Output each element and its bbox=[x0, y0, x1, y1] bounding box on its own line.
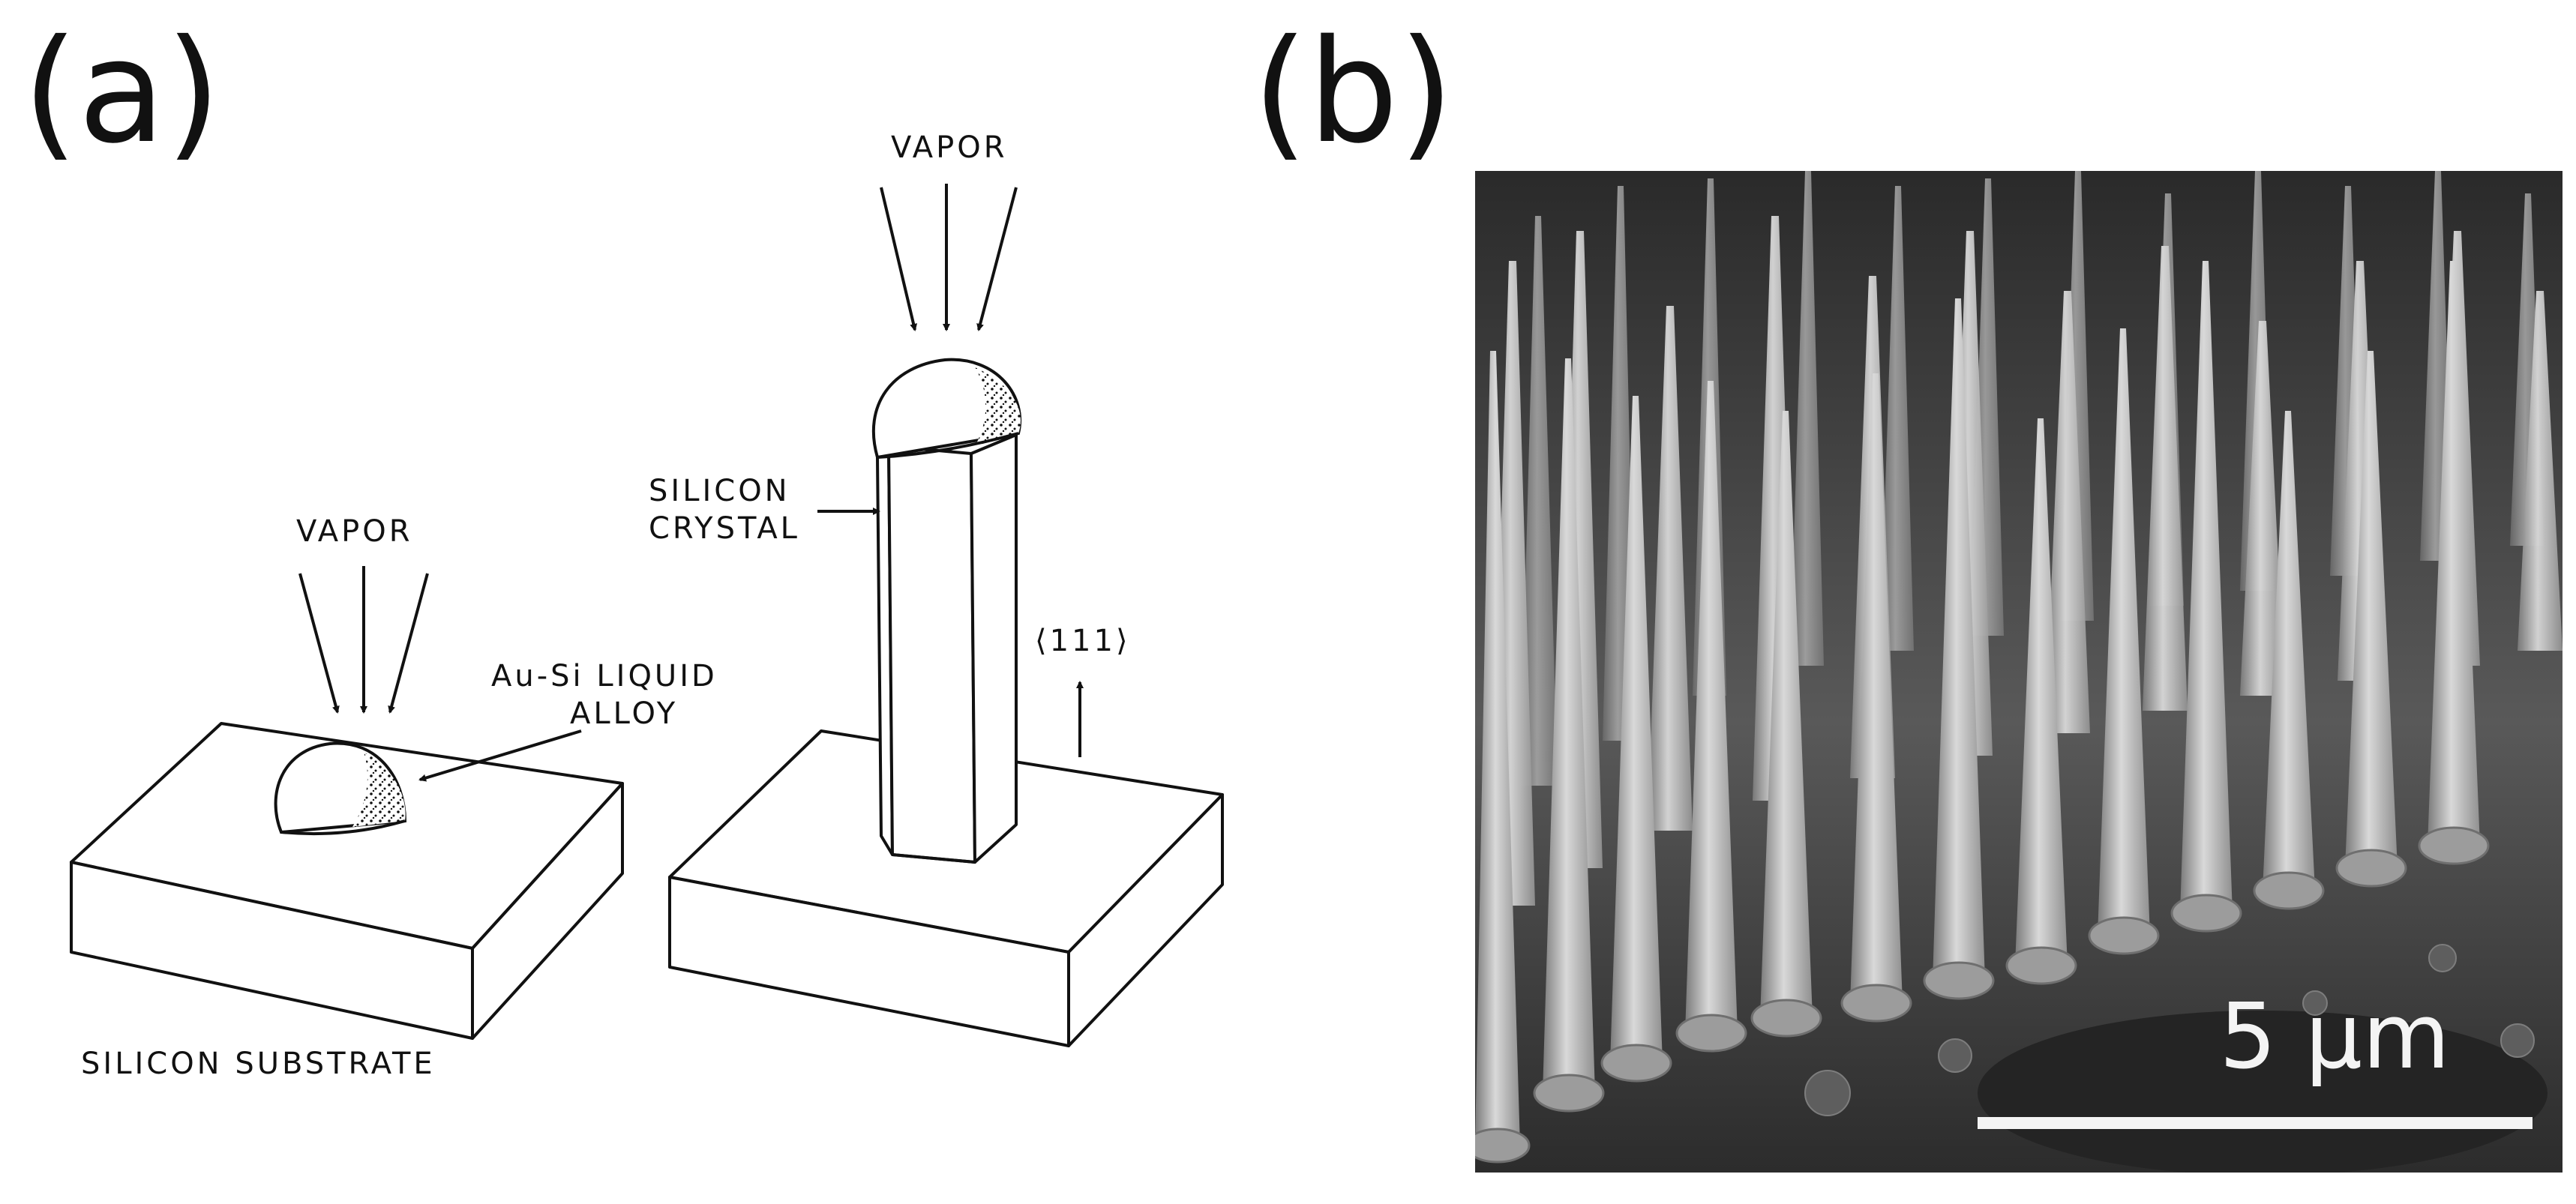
substrate-label: SILICON SUBSTRATE bbox=[81, 1047, 436, 1081]
sem-micrograph: 5 μm bbox=[1475, 171, 2563, 1173]
vls-growth-diagram: VAPOR Au-Si LIQUID ALLOY VAPOR SILICON C… bbox=[70, 130, 1224, 1081]
scale-bar bbox=[1978, 1117, 2533, 1129]
alloy-label-line2: ALLOY bbox=[570, 696, 678, 731]
panel-b-label: (b) bbox=[1252, 9, 1454, 175]
left-substrate-block bbox=[70, 722, 624, 1040]
left-substrate-side bbox=[471, 782, 624, 1040]
right-substrate-block bbox=[668, 729, 1224, 1047]
scale-bar-label: 5 μm bbox=[2219, 985, 2450, 1089]
pillar-right-face bbox=[970, 433, 1018, 864]
alloy-label-line1: Au-Si LIQUID bbox=[491, 659, 718, 693]
left-alloy-droplet bbox=[274, 741, 407, 836]
direction-label: ⟨111⟩ bbox=[1035, 624, 1131, 658]
left-vapor-label: VAPOR bbox=[296, 514, 413, 549]
right-vapor-label: VAPOR bbox=[891, 130, 1008, 165]
alloy-leader-arrow bbox=[418, 729, 582, 782]
crystal-label-line2: CRYSTAL bbox=[649, 511, 800, 546]
top-alloy-droplet bbox=[871, 358, 1022, 460]
left-vapor-arrows bbox=[298, 566, 429, 714]
crystal-label-line1: SILICON bbox=[649, 474, 790, 508]
silicon-crystal-pillar bbox=[876, 433, 1018, 864]
sem-nanowire-array bbox=[1475, 171, 2563, 1173]
right-substrate-side bbox=[1067, 793, 1224, 1047]
pillar-front-face bbox=[887, 445, 976, 864]
right-vapor-arrows bbox=[880, 184, 1018, 331]
panel-a-label: (a) bbox=[22, 9, 221, 175]
